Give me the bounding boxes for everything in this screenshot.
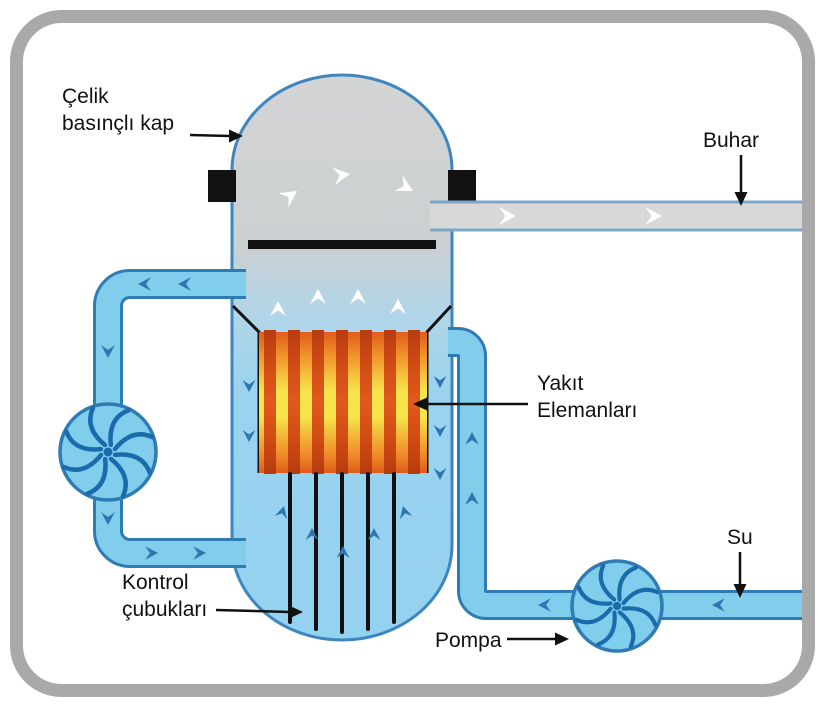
outer-frame <box>10 10 815 697</box>
feedwater-pipe <box>443 327 806 620</box>
fuel-rod <box>360 330 372 474</box>
label-fuel-line1: Yakıt <box>537 372 583 395</box>
label-control-line1: Kontrol <box>122 571 189 594</box>
label-control-line2: çubukları <box>122 598 207 621</box>
fuel-rod <box>288 330 300 474</box>
vessel-lug-right <box>448 170 476 202</box>
steam-separator-plate <box>248 240 436 249</box>
recirculation-pump <box>58 402 158 502</box>
feedwater-pump <box>570 559 664 653</box>
label-pump: Pompa <box>435 629 502 652</box>
label-water: Su <box>727 526 753 549</box>
fuel-rod <box>408 330 420 474</box>
fuel-rod <box>336 330 348 474</box>
label-steam: Buhar <box>703 129 759 152</box>
fuel-assembly <box>259 330 427 474</box>
labels: Çelik basınçlı kap Buhar Yakıt Elemanlar… <box>62 85 759 652</box>
label-vessel-line2: basınçlı kap <box>62 112 174 135</box>
vessel-lug-left <box>208 170 236 202</box>
fuel-rod <box>384 330 396 474</box>
label-fuel-line2: Elemanları <box>537 399 637 422</box>
fuel-rod <box>264 330 276 474</box>
fuel-rod <box>312 330 324 474</box>
label-pointers <box>189 129 748 646</box>
label-vessel-line1: Çelik <box>62 85 109 108</box>
